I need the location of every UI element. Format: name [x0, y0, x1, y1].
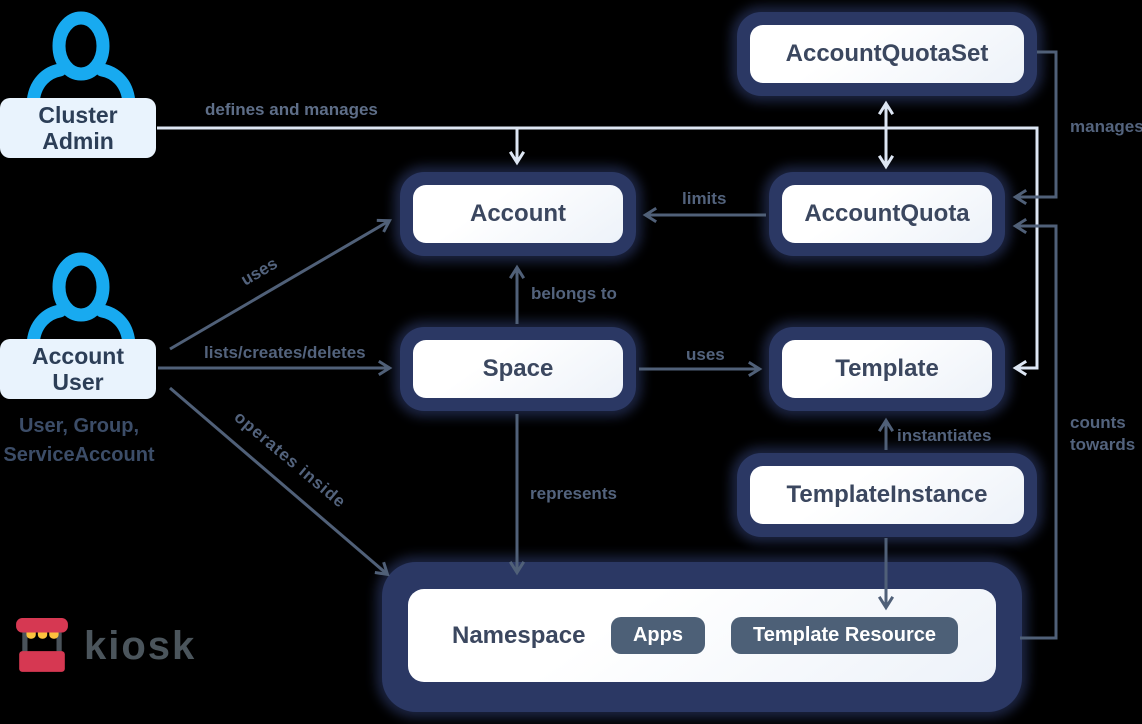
kiosk-logo: kiosk [16, 618, 196, 674]
cluster-admin-text: Cluster Admin [38, 101, 118, 154]
node-template: Template [769, 327, 1005, 411]
node-namespace: Namespace Apps Template Resource [382, 562, 1022, 712]
account-user-text: Account User [32, 342, 124, 395]
edge-label-uses-account: uses [237, 253, 281, 290]
node-account-label: Account [470, 200, 566, 227]
node-space-inner: Space [413, 340, 623, 398]
edge-label-uses-template: uses [686, 345, 725, 364]
account-user-label: Account User [0, 339, 156, 399]
node-account-inner: Account [413, 185, 623, 243]
node-template-inner: Template [782, 340, 992, 398]
cluster-admin-label: Cluster Admin [0, 98, 156, 158]
node-space: Space [400, 327, 636, 411]
node-template-instance-inner: TemplateInstance [750, 466, 1024, 524]
edge-label-defines-and-manages: defines and manages [205, 100, 378, 119]
cluster-admin-person-icon [26, 11, 136, 106]
template-resource-badge: Template Resource [730, 617, 958, 654]
edge-label-belongs-to: belongs to [531, 284, 617, 303]
edge-operates-inside-line [169, 386, 390, 577]
edge-label-limits: limits [682, 189, 727, 208]
node-template-instance-label: TemplateInstance [786, 481, 988, 508]
edge-label-represents: represents [530, 484, 617, 503]
account-user-person-icon [26, 252, 136, 347]
edge-label-lists-creates-deletes: lists/creates/deletes [204, 343, 366, 362]
node-account: Account [400, 172, 636, 256]
account-user-sublabel: User, Group, ServiceAccount [3, 415, 155, 466]
edge-label-instantiates: instantiates [897, 426, 992, 445]
node-namespace-label: Namespace [452, 621, 586, 649]
node-namespace-inner: Namespace Apps Template Resource [408, 589, 996, 682]
node-account-quota: AccountQuota [769, 172, 1005, 256]
node-space-label: Space [482, 355, 554, 382]
edge-label-manages: manages [1070, 117, 1142, 136]
node-account-quota-set: AccountQuotaSet [737, 12, 1037, 96]
node-template-label: Template [835, 355, 939, 382]
edge-label-counts-towards: counts towards [1070, 413, 1136, 454]
namespace-badges: Apps Template Resource [610, 617, 958, 654]
node-template-instance: TemplateInstance [737, 453, 1037, 537]
edge-label-operates-inside: operates inside [230, 407, 350, 512]
edge-counts-towards-line [1012, 217, 1058, 640]
node-account-quota-label: AccountQuota [804, 200, 970, 227]
node-account-quota-set-label: AccountQuotaSet [785, 40, 989, 67]
edge-uses-account-line [169, 218, 392, 351]
node-account-quota-set-inner: AccountQuotaSet [750, 25, 1024, 83]
kiosk-stand-icon [16, 618, 68, 672]
node-account-quota-inner: AccountQuota [782, 185, 992, 243]
apps-badge: Apps [610, 617, 705, 654]
kiosk-logo-text: kiosk [84, 623, 197, 668]
